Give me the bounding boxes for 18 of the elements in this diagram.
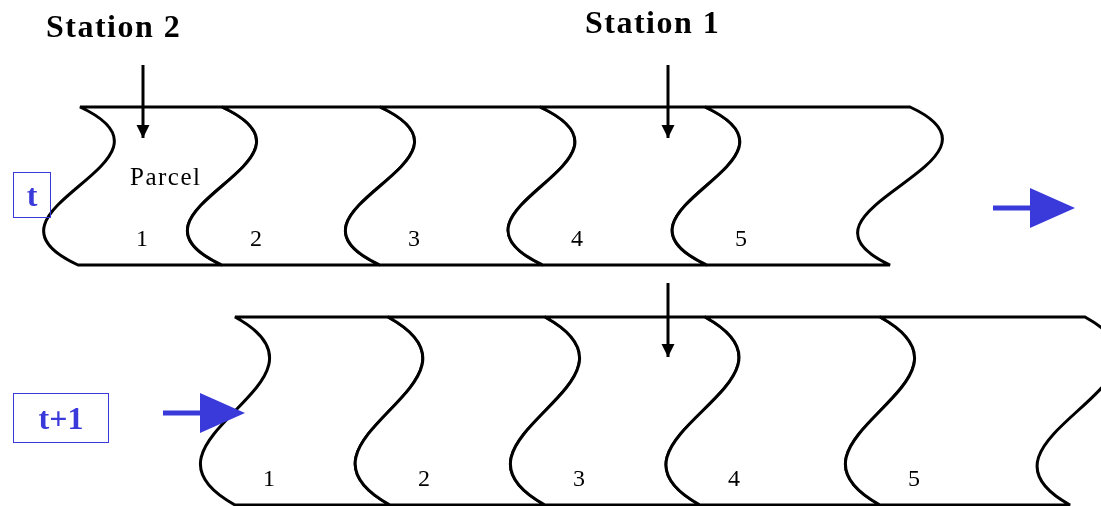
parcel-number: 1 (136, 225, 148, 252)
time-label: t (13, 172, 51, 218)
time-label: t+1 (13, 393, 109, 443)
parcel-number: 5 (735, 225, 747, 252)
parcel-number: 2 (250, 225, 262, 252)
parcel-number: 1 (263, 465, 275, 492)
arrow (136, 65, 150, 138)
arrow (661, 65, 675, 138)
parcel-number: 2 (418, 465, 430, 492)
station-label: Station 1 (585, 4, 721, 41)
parcel-number: 4 (728, 465, 740, 492)
parcel-number: 3 (408, 225, 420, 252)
station-label: Station 2 (46, 8, 182, 45)
arrow (661, 283, 675, 357)
parcel-label: Parcel (130, 163, 202, 191)
parcel-number: 4 (571, 225, 583, 252)
parcel-number: 5 (908, 465, 920, 492)
parcel-number: 3 (573, 465, 585, 492)
